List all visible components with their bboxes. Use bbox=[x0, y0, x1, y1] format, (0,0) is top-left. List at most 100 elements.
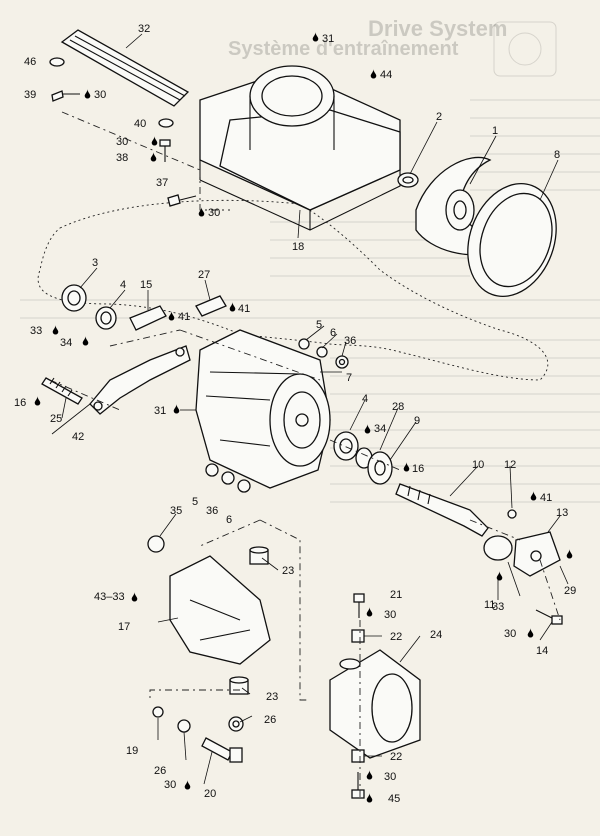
callout-31: 31 bbox=[322, 33, 334, 45]
part-14-screw bbox=[535, 609, 563, 625]
droplet-icon bbox=[184, 780, 191, 790]
callout-41: 41 bbox=[540, 492, 552, 504]
droplet-icon bbox=[366, 607, 373, 617]
droplet-icon bbox=[84, 89, 91, 99]
callout-23: 23 bbox=[282, 565, 294, 577]
callout-4: 4 bbox=[362, 393, 368, 405]
callout-9: 9 bbox=[414, 415, 420, 427]
callout-34: 34 bbox=[60, 337, 72, 349]
part-5-washer-lower bbox=[205, 463, 219, 477]
callout-28: 28 bbox=[392, 401, 404, 413]
callout-41: 41 bbox=[178, 311, 190, 323]
droplet-icon bbox=[150, 152, 157, 162]
part-12-plug bbox=[507, 509, 517, 519]
part-13-cover bbox=[513, 531, 561, 577]
part-2-nut bbox=[397, 172, 419, 188]
part-18-pump-support bbox=[199, 65, 401, 231]
callout-6: 6 bbox=[226, 514, 232, 526]
callout-8: 8 bbox=[554, 149, 560, 161]
callout-22: 22 bbox=[390, 631, 402, 643]
callout-30: 30 bbox=[208, 207, 220, 219]
assembly-center-lines bbox=[49, 111, 561, 800]
part-8-wear-ring bbox=[467, 182, 557, 298]
callout-27: 27 bbox=[198, 269, 210, 281]
part-21-screw bbox=[353, 593, 365, 618]
droplet-icon bbox=[566, 549, 573, 559]
droplet-icon bbox=[366, 770, 373, 780]
callout-19: 19 bbox=[126, 745, 138, 757]
callout-29: 29 bbox=[564, 585, 576, 597]
callout-13: 13 bbox=[556, 507, 568, 519]
droplet-icon bbox=[82, 336, 89, 346]
part-15-pin bbox=[129, 305, 167, 331]
part-10-drive-shaft bbox=[395, 483, 489, 537]
part-45-screw bbox=[351, 772, 365, 799]
droplet-icon bbox=[366, 793, 373, 803]
part-32-rail bbox=[60, 29, 190, 107]
callout-40: 40 bbox=[134, 118, 146, 130]
callout-1: 1 bbox=[492, 125, 498, 137]
callout-16: 16 bbox=[14, 397, 26, 409]
droplet-icon bbox=[151, 136, 158, 146]
droplet-icon bbox=[34, 396, 41, 406]
droplet-icon bbox=[370, 69, 377, 79]
part-31-pump-housing bbox=[195, 329, 331, 489]
callout-20: 20 bbox=[204, 788, 216, 800]
droplet-icon bbox=[131, 592, 138, 602]
droplet-icon bbox=[173, 404, 180, 414]
pump-group-outline bbox=[37, 199, 549, 381]
callout-2: 2 bbox=[436, 111, 442, 123]
droplet-icon bbox=[527, 628, 534, 638]
part-11-o-ring bbox=[483, 535, 513, 561]
part-38-screw bbox=[159, 139, 171, 162]
leader-lines bbox=[51, 33, 569, 785]
part-1-impeller bbox=[415, 156, 502, 256]
callout-12: 12 bbox=[504, 459, 516, 471]
droplet-icon bbox=[312, 32, 319, 42]
part-23-bushing-upper bbox=[249, 546, 269, 565]
callout-38: 38 bbox=[116, 152, 128, 164]
callout-16: 16 bbox=[412, 463, 424, 475]
callout-39: 39 bbox=[24, 89, 36, 101]
part-17-venturi bbox=[169, 555, 271, 665]
callout-14: 14 bbox=[536, 645, 548, 657]
callout-30: 30 bbox=[384, 609, 396, 621]
callout-21: 21 bbox=[390, 589, 402, 601]
callout-5: 5 bbox=[192, 496, 198, 508]
callout-30: 30 bbox=[116, 136, 128, 148]
callout-10: 10 bbox=[472, 459, 484, 471]
callout-46: 46 bbox=[24, 56, 36, 68]
part-36-nut-upper bbox=[335, 355, 349, 369]
part-42-bracket bbox=[89, 345, 191, 415]
droplet-icon bbox=[530, 491, 537, 501]
part-26-washer-left bbox=[177, 719, 191, 733]
part-5-washer-upper bbox=[298, 338, 310, 350]
callout-45: 45 bbox=[388, 793, 400, 805]
callout-44: 44 bbox=[380, 69, 392, 81]
callout-30: 30 bbox=[384, 771, 396, 783]
part-27-pin bbox=[195, 295, 227, 317]
part-20-bolt bbox=[201, 737, 243, 763]
part-3-seal bbox=[61, 284, 87, 312]
droplet-icon bbox=[496, 571, 503, 581]
part-19-washer bbox=[152, 706, 164, 718]
part-4-bearing-upper bbox=[95, 306, 117, 330]
part-23-bushing-lower bbox=[229, 676, 249, 695]
droplet-icon bbox=[229, 302, 236, 312]
callout-6: 6 bbox=[330, 327, 336, 339]
part-22-bushing-lower bbox=[351, 749, 365, 763]
callout-5: 5 bbox=[316, 319, 322, 331]
callout-36: 36 bbox=[344, 335, 356, 347]
callout-26: 26 bbox=[154, 765, 166, 777]
callout-43-33: 43–33 bbox=[94, 591, 125, 603]
callout-32: 32 bbox=[138, 23, 150, 35]
callout-30: 30 bbox=[164, 779, 176, 791]
callout-41: 41 bbox=[238, 303, 250, 315]
part-24-nozzle bbox=[329, 649, 421, 759]
part-36-nut-lower bbox=[221, 471, 235, 485]
part-37-screw bbox=[167, 194, 197, 207]
part-9-seal bbox=[367, 451, 393, 485]
callout-3: 3 bbox=[92, 257, 98, 269]
callout-33: 33 bbox=[492, 601, 504, 613]
